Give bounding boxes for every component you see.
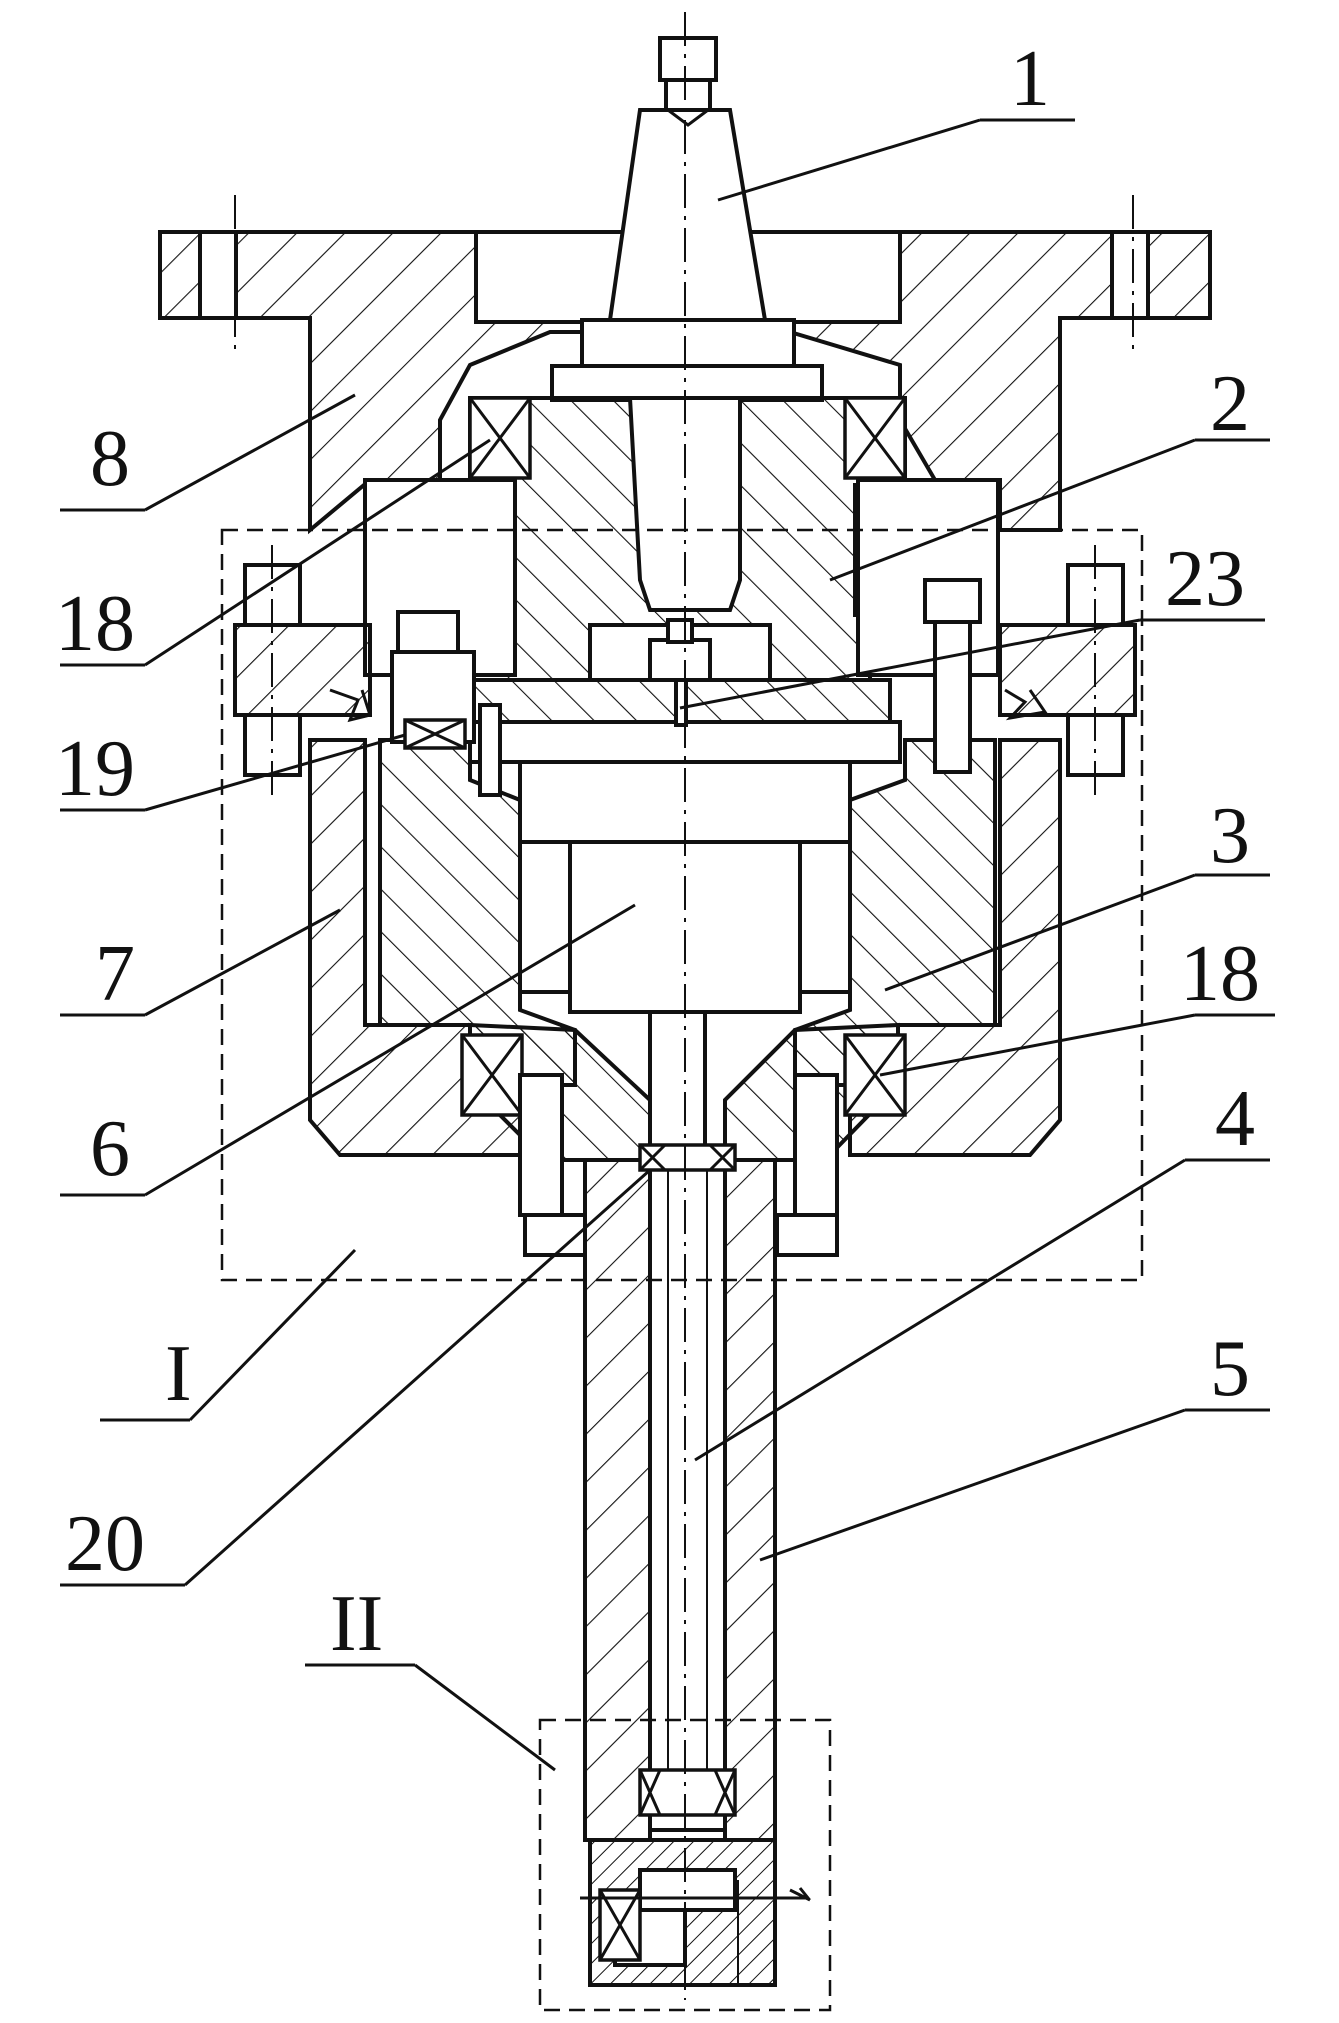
label-part-2: 2 xyxy=(1210,360,1250,448)
arm-part-5 xyxy=(520,1075,837,1840)
label-part-19: 19 xyxy=(55,725,135,813)
label-detail-I: I xyxy=(165,1330,192,1418)
tool-taper-part-1 xyxy=(552,38,822,400)
label-part-20: 20 xyxy=(65,1500,145,1588)
label-part-18-top: 18 xyxy=(55,580,135,668)
label-part-18-bottom: 18 xyxy=(1180,930,1260,1018)
label-part-6: 6 xyxy=(90,1105,130,1193)
label-part-1: 1 xyxy=(1010,35,1050,123)
label-part-3: 3 xyxy=(1210,792,1250,880)
gearbox-detail xyxy=(580,1840,810,1985)
label-part-23: 23 xyxy=(1165,535,1245,623)
label-part-5: 5 xyxy=(1210,1325,1250,1413)
shaft-part-4 xyxy=(650,1160,725,1830)
flange-hole-right xyxy=(1112,232,1148,318)
flange-hole-left xyxy=(200,232,236,318)
label-part-8: 8 xyxy=(90,415,130,503)
label-detail-II: II xyxy=(330,1580,383,1668)
label-part-4: 4 xyxy=(1215,1075,1255,1163)
label-part-7: 7 xyxy=(95,930,135,1018)
